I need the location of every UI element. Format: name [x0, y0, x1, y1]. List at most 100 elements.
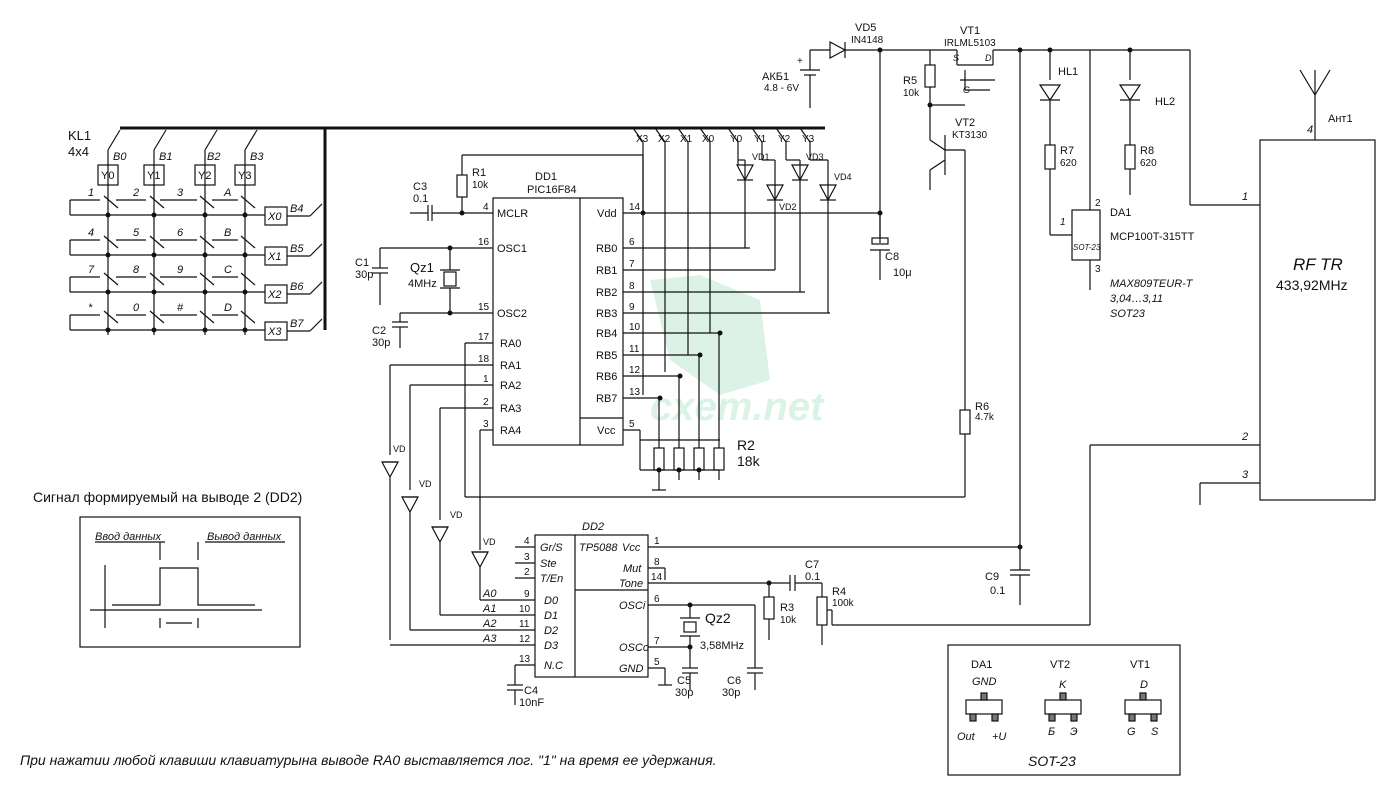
mcu-pin-ra1: RA1 — [500, 360, 521, 372]
dtmf-pin-osco: OSCo — [619, 642, 649, 654]
r3-ref: R3 — [780, 602, 794, 614]
bus-y3: Y3 — [802, 134, 815, 145]
col-net-b0: B0 — [113, 151, 127, 163]
dtmf-pinnum-6: 6 — [654, 594, 660, 605]
hl1-label: HL1 — [1058, 66, 1078, 78]
da1-alt-pkg: SOT23 — [1110, 308, 1146, 320]
key-a: A — [223, 187, 231, 199]
mcu-pinnum-14: 14 — [629, 202, 641, 213]
bus-y2: Y2 — [778, 134, 791, 145]
c5-val: 30p — [675, 687, 693, 699]
ra-wiring — [381, 343, 965, 646]
mcu-pin-rb2: RB2 — [596, 287, 617, 299]
dtmf-pin-nc: N.C — [544, 660, 563, 672]
vd-label-1: VD — [393, 444, 406, 454]
bus-x2: X2 — [658, 134, 671, 145]
mcu-pin-ra3: RA3 — [500, 403, 521, 415]
r5-val: 10k — [903, 88, 920, 99]
transistor-vt2 — [929, 105, 971, 497]
dtmf-addr-a2: A2 — [482, 618, 496, 630]
mcu-body — [492, 197, 624, 446]
dtmf-pinnum-5: 5 — [654, 657, 660, 668]
qz2-val: 3,58MHz — [700, 640, 744, 652]
mcu-pinnum-11: 11 — [629, 344, 640, 355]
col-port-y0: Y0 — [101, 170, 114, 182]
rf-module — [1199, 69, 1376, 505]
pinout-vt2-top: K — [1059, 679, 1067, 691]
c3-val: 0.1 — [413, 193, 428, 205]
col-port-y3: Y3 — [238, 170, 251, 182]
dtmf-body — [534, 534, 649, 678]
dtmf-pinnum-2: 2 — [524, 567, 530, 578]
vd-label-3: VD — [450, 510, 463, 520]
hl2-label: HL2 — [1155, 96, 1175, 108]
key-1: 1 — [88, 187, 94, 199]
r6-val: 4.7k — [975, 412, 995, 423]
c1-val: 30p — [355, 269, 373, 281]
pinout-vt2: VT2 — [1050, 659, 1070, 671]
bus-y1: Y1 — [754, 134, 767, 145]
da1-ref: DA1 — [1110, 207, 1131, 219]
vt1-s: S — [953, 53, 959, 63]
c7-val: 0.1 — [805, 571, 820, 583]
r8-ref: R8 — [1140, 145, 1154, 157]
c8-val: 10μ — [893, 267, 912, 279]
col-net-b3: B3 — [250, 151, 264, 163]
vd4-label: VD4 — [834, 172, 852, 182]
c9-ref: C9 — [985, 571, 999, 583]
rf-pin3: 3 — [1242, 469, 1249, 481]
pinout-vt1-top: D — [1140, 679, 1148, 691]
dtmf-pin-ste: Ste — [540, 558, 557, 570]
mcu-pin-ra0: RA0 — [500, 338, 521, 350]
pinout-vt1-right: S — [1151, 726, 1159, 738]
r4-ref: R4 — [832, 586, 846, 598]
r5-ref: R5 — [903, 75, 917, 87]
mcu-pin-rb7: RB7 — [596, 393, 617, 405]
mcu-pinnum-4: 4 — [483, 202, 489, 213]
mcu-pin-osc1: OSC1 — [497, 243, 527, 255]
dtmf-pinnum-3: 3 — [524, 552, 530, 563]
vd5-val: IN4148 — [851, 35, 884, 46]
pinout-vt1-left: G — [1127, 726, 1136, 738]
vt1-d: D — [985, 53, 992, 63]
row-net-b5: B5 — [290, 243, 304, 255]
mcu-pinnum-6: 6 — [629, 237, 635, 248]
dtmf-pinnum-8: 8 — [654, 557, 660, 568]
key-c: C — [224, 264, 232, 276]
row-port-x1: X1 — [267, 251, 281, 263]
c8-ref: C8 — [885, 251, 899, 263]
mcu-pin-ra2: RA2 — [500, 380, 521, 392]
mcu-pinnum-13: 13 — [629, 387, 641, 398]
rf-antenna: Ант1 — [1328, 113, 1353, 125]
rf-title: RF TR — [1293, 255, 1343, 274]
mcu-pin-rb5: RB5 — [596, 350, 617, 362]
key-2: 2 — [132, 187, 139, 199]
dtmf-pinnum-12: 12 — [519, 634, 531, 645]
mcu-pin-ra4: RA4 — [500, 425, 521, 437]
signal-output: Вывод данных — [207, 531, 282, 543]
bat-val: 4.8 - 6V — [764, 83, 799, 94]
diodes-vd1-vd4 — [736, 159, 837, 313]
bat-ref: АКБ1 — [762, 71, 789, 83]
junction-dots — [105, 47, 1133, 650]
kl1-size: 4x4 — [68, 144, 89, 159]
c7-ref: C7 — [805, 559, 819, 571]
dtmf-pinnum-11: 11 — [519, 619, 530, 630]
da1-alt-range: 3,04…3,11 — [1110, 293, 1163, 305]
dtmf-pin-grs: Gr/S — [540, 542, 563, 554]
col-net-b2: B2 — [207, 151, 220, 163]
da1-pin2: 2 — [1095, 198, 1101, 209]
power-section — [800, 41, 1190, 280]
r3-val: 10k — [780, 615, 797, 626]
pinout-da1: DA1 — [971, 659, 992, 671]
dtmf-pin-tone: Tone — [619, 578, 643, 590]
c9-val: 0.1 — [990, 585, 1005, 597]
mcu-pinnum-9: 9 — [629, 302, 635, 313]
c3-ref: C3 — [413, 181, 427, 193]
mcu-pin-rb1: RB1 — [596, 265, 617, 277]
key-star: * — [88, 302, 93, 314]
kl1-ref: KL1 — [68, 128, 91, 143]
rf-pin4: 4 — [1307, 124, 1313, 136]
mcu-pinnum-16: 16 — [478, 237, 490, 248]
rf-freq: 433,92MHz — [1276, 277, 1348, 293]
